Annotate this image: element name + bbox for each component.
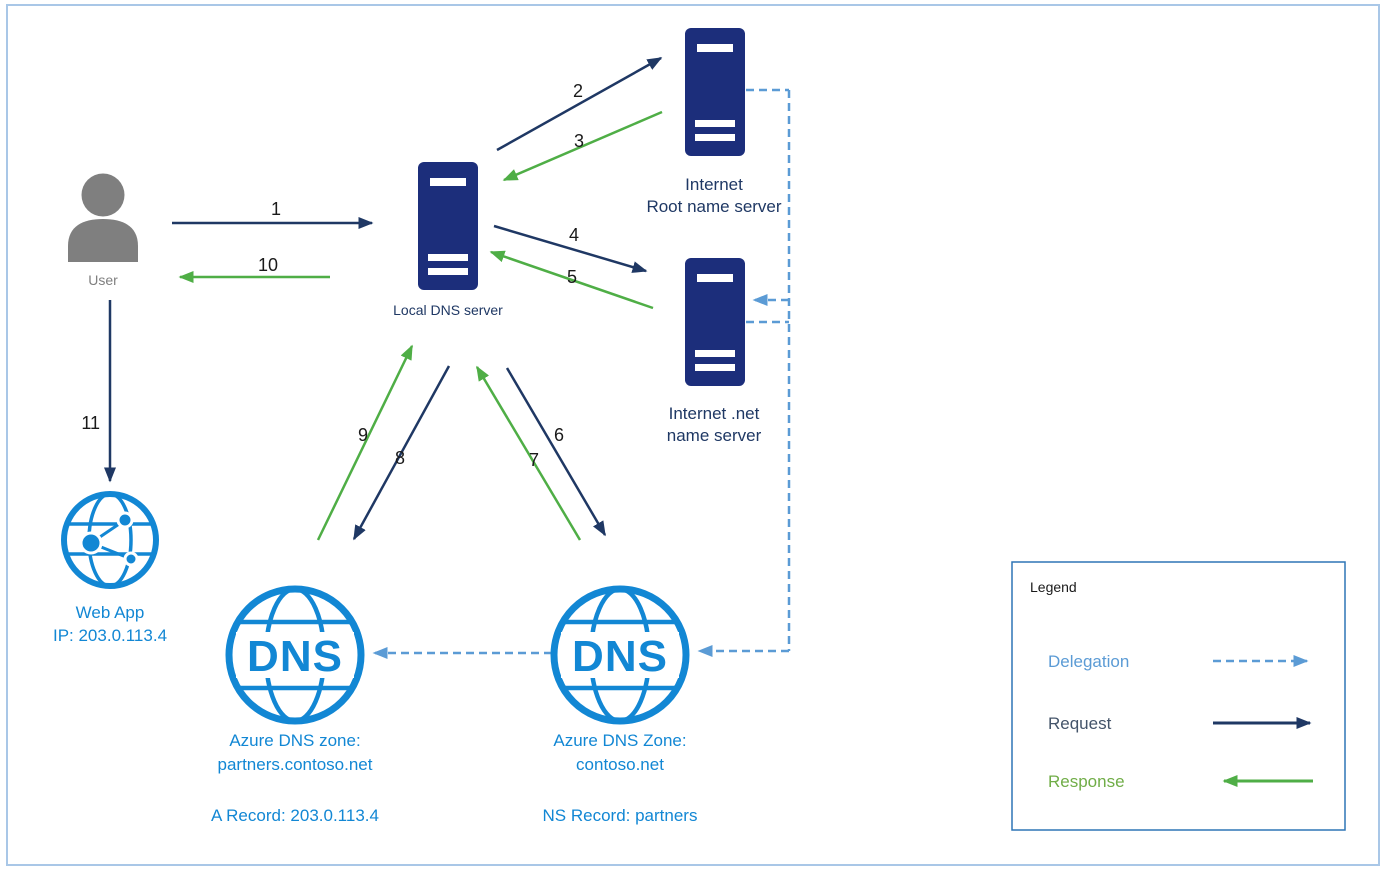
- root-name-server-icon: [685, 28, 745, 156]
- zone-contoso-label-line1: Azure DNS Zone:: [553, 731, 686, 750]
- step-label-1: 1: [271, 199, 281, 219]
- zone-contoso-record-label: NS Record: partners: [543, 806, 698, 825]
- step-label-5: 5: [567, 267, 577, 287]
- step-labels: 1 2 3 4 5 6 7 8 9 10 11: [81, 81, 584, 470]
- step-label-11: 11: [81, 413, 100, 433]
- web-app-label: Web App: [76, 603, 145, 622]
- step-label-8: 8: [395, 448, 405, 468]
- step-label-6: 6: [554, 425, 564, 445]
- step-label-9: 9: [358, 425, 368, 445]
- response-arrow-7: [475, 365, 582, 541]
- azure-dns-zone-partners-icon: DNS: [225, 585, 365, 725]
- net-name-server-label-line1: Internet .net: [669, 404, 760, 423]
- user-label: User: [88, 272, 118, 288]
- zone-partners-label-line2: partners.contoso.net: [218, 755, 373, 774]
- dns-icon-text-contoso: DNS: [572, 632, 668, 681]
- step-label-3: 3: [574, 131, 584, 151]
- root-name-server-label-line2: Root name server: [646, 197, 781, 216]
- user-icon: [68, 173, 138, 262]
- web-app-ip-label: IP: 203.0.113.4: [53, 626, 167, 645]
- request-arrow-2: [496, 56, 663, 152]
- dns-icon-text-partners: DNS: [247, 632, 343, 681]
- local-dns-server-node: Local DNS server: [393, 162, 503, 318]
- legend-item-response-label: Response: [1048, 772, 1125, 791]
- root-name-server-node: Internet Root name server: [646, 28, 782, 216]
- step-label-4: 4: [569, 225, 579, 245]
- step-label-7: 7: [529, 450, 539, 470]
- zone-partners-record-label: A Record: 203.0.113.4: [211, 806, 379, 825]
- diagram-border: [6, 4, 1380, 866]
- local-dns-server-label: Local DNS server: [393, 302, 503, 318]
- net-name-server-node: Internet .net name server: [667, 258, 762, 445]
- step-label-2: 2: [573, 81, 583, 101]
- flow-arrows: [104, 56, 663, 541]
- local-dns-server-icon: [418, 162, 478, 290]
- zone-contoso-label-line2: contoso.net: [576, 755, 664, 774]
- root-name-server-label-line1: Internet: [685, 175, 743, 194]
- response-arrow-3: [502, 110, 663, 182]
- request-arrow-6: [505, 367, 607, 537]
- step-label-10: 10: [258, 255, 278, 275]
- web-app-icon: [61, 491, 159, 589]
- user-node: User: [68, 173, 138, 288]
- request-arrow-4: [493, 224, 648, 273]
- azure-dns-zone-partners-node: DNS Azure DNS zone: partners.contoso.net…: [211, 585, 379, 825]
- net-name-server-icon: [685, 258, 745, 386]
- net-name-server-label-line2: name server: [667, 426, 762, 445]
- legend-box: [1011, 561, 1346, 831]
- request-arrow-8: [352, 365, 451, 541]
- legend-item-delegation-label: Delegation: [1048, 652, 1129, 671]
- legend: Legend Delegation Request Response: [1011, 561, 1346, 831]
- response-arrow-5: [489, 250, 654, 310]
- legend-item-request-label: Request: [1048, 714, 1112, 733]
- delegation-connectors: [372, 88, 791, 659]
- azure-dns-zone-contoso-icon: DNS: [550, 585, 690, 725]
- web-app-node: Web App IP: 203.0.113.4: [53, 491, 167, 645]
- response-arrow-9: [316, 344, 414, 541]
- azure-dns-zone-contoso-node: DNS Azure DNS Zone: contoso.net NS Recor…: [543, 585, 698, 825]
- legend-title: Legend: [1030, 579, 1077, 595]
- zone-partners-label-line1: Azure DNS zone:: [229, 731, 360, 750]
